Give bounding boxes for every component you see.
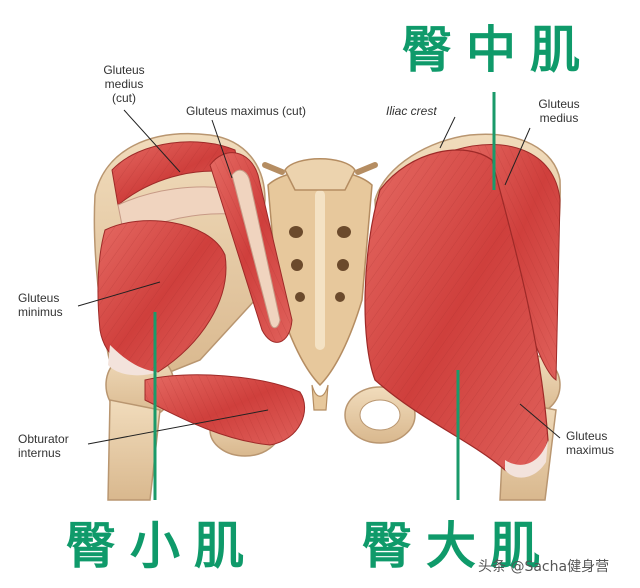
gluteus-minimus-muscle — [97, 220, 227, 376]
green-pointer-lines — [153, 92, 496, 500]
label-gluteus-maximus-cut: Gluteus maximus (cut) — [186, 104, 307, 118]
label-gluteus-medius-cut: Gluteus medius (cut) — [103, 63, 145, 105]
label-gluteus-medius: Gluteus medius — [538, 97, 580, 125]
label-obturator-internus: Obturator internus — [18, 432, 69, 460]
label-gluteus-maximus: Gluteus maximus — [566, 429, 615, 457]
chinese-label-gluteus-minimus: 臀小肌 — [66, 517, 258, 575]
watermark: 头条 @Sacha健身营 — [478, 559, 610, 575]
chinese-label-gluteus-maximus: 臀大肌 — [362, 517, 554, 575]
leader-lines — [77, 109, 561, 445]
obturator-internus-muscle — [144, 374, 305, 446]
label-gluteus-minimus: Gluteus minimus — [18, 291, 63, 319]
chinese-label-gluteus-medius: 臀中肌 — [402, 21, 594, 79]
gluteus-medius-cut-muscle — [111, 141, 246, 241]
gluteus-maximus-cut-muscle — [209, 152, 293, 343]
label-iliac-crest: Iliac crest — [386, 104, 437, 118]
gluteus-maximus-muscle — [364, 149, 549, 478]
